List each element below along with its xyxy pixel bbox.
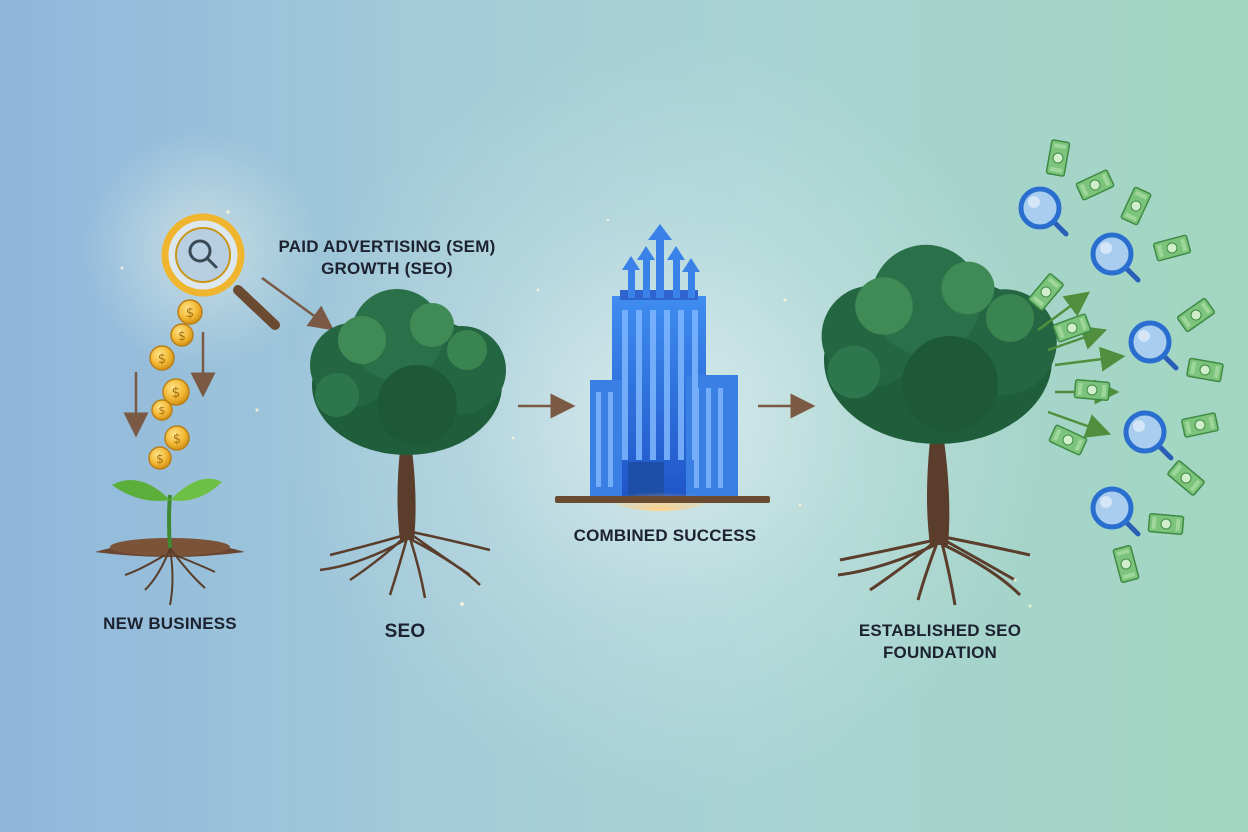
svg-text:$: $ xyxy=(186,306,194,321)
new-business-label: NEW BUSINESS xyxy=(103,614,237,633)
banknote-icon xyxy=(1176,297,1216,333)
coin-icon: $ xyxy=(149,345,175,371)
banknote-icon xyxy=(1045,138,1071,178)
flow-arrow xyxy=(261,276,335,331)
growth-arrow xyxy=(1047,325,1108,352)
coin-stream: $ $ $ $ $ $ $ xyxy=(148,299,203,470)
established-label-line1: ESTABLISHED SEO xyxy=(858,621,1022,640)
building-icon xyxy=(555,224,770,511)
tree-icon xyxy=(310,289,506,599)
banknote-icon xyxy=(1180,411,1220,439)
growth-arrow-icon xyxy=(622,224,700,298)
banknote-icon xyxy=(1185,357,1225,383)
coin-icon: $ xyxy=(151,399,173,421)
banknote-icon xyxy=(1075,168,1115,202)
established-seo-label: ESTABLISHED SEO FOUNDATION xyxy=(820,620,1060,664)
svg-text:$: $ xyxy=(172,385,181,401)
magnifying-glass-icon xyxy=(1126,413,1171,458)
banknote-icon xyxy=(1166,459,1206,497)
banknote-icon xyxy=(1152,234,1192,262)
svg-text:$: $ xyxy=(159,404,166,417)
magnifying-glass-icon xyxy=(1093,489,1138,534)
coin-icon: $ xyxy=(162,378,190,406)
combined-success-label: COMBINED SUCCESS xyxy=(573,526,757,545)
svg-text:$: $ xyxy=(178,329,186,343)
growth-arrow xyxy=(1047,410,1112,438)
seo-label: SEO xyxy=(384,621,426,642)
banknote-icon xyxy=(1112,544,1140,584)
growth-arrow xyxy=(1054,346,1126,372)
paid-advertising-label: PAID ADVERTISING (SEM) GROWTH (SEO) xyxy=(262,236,512,280)
coin-icon: $ xyxy=(148,446,172,470)
coin-icon: $ xyxy=(170,323,194,347)
magnifying-glass-icon xyxy=(1131,323,1176,368)
tree-icon xyxy=(821,244,1057,606)
magnifying-glass-icon xyxy=(1093,235,1138,280)
banknote-icon xyxy=(1119,186,1153,226)
banknote-icon xyxy=(1073,378,1111,402)
magnifying-glass-icon xyxy=(161,213,280,330)
svg-text:$: $ xyxy=(158,352,166,367)
svg-text:$: $ xyxy=(156,452,164,466)
magnifying-glass-icon xyxy=(1021,189,1066,234)
sparkles xyxy=(120,210,1032,608)
growth-arrow xyxy=(1037,291,1091,332)
svg-text:$: $ xyxy=(173,432,181,447)
coin-icon: $ xyxy=(164,425,190,451)
sprout-icon xyxy=(95,478,245,606)
paid-label-line2: GROWTH (SEO) xyxy=(321,259,453,278)
paid-label-line1: PAID ADVERTISING (SEM) xyxy=(278,237,496,256)
established-label-line2: FOUNDATION xyxy=(882,643,998,662)
banknote-icon xyxy=(1147,512,1185,536)
coin-icon: $ xyxy=(177,299,203,325)
banknote-icon xyxy=(1048,423,1088,457)
